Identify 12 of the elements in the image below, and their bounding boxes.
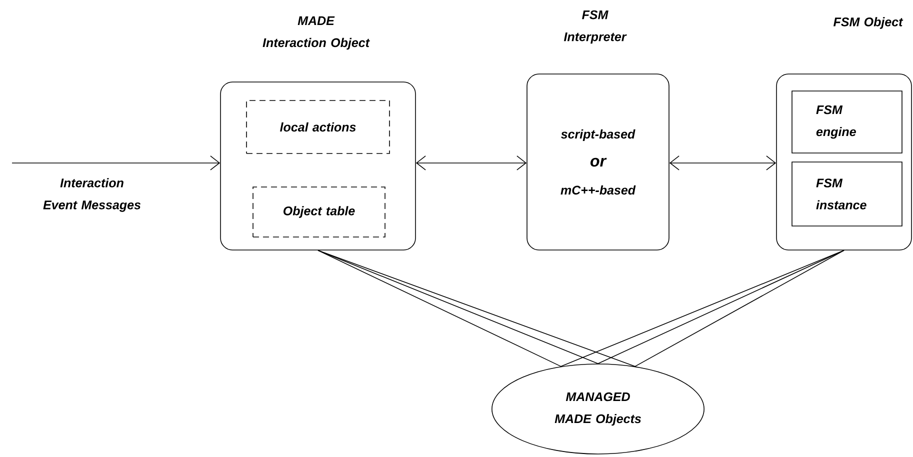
inner-box: FSM instance [792, 162, 902, 226]
dashed-box: Object table [252, 186, 386, 238]
dashed-box: local actions [246, 100, 390, 154]
arrow [669, 156, 776, 170]
arrow [12, 156, 220, 170]
arrow [416, 156, 527, 170]
box-heading: FSM Interpreter [564, 10, 627, 44]
edge-label: Interaction Event Messages [43, 178, 141, 212]
box-heading: MADE Interaction Object [262, 16, 370, 50]
inner-box: FSM engine [792, 90, 902, 154]
rounded-box: script-based or mC++-based [526, 74, 670, 250]
box-heading: FSM Object [834, 17, 904, 29]
